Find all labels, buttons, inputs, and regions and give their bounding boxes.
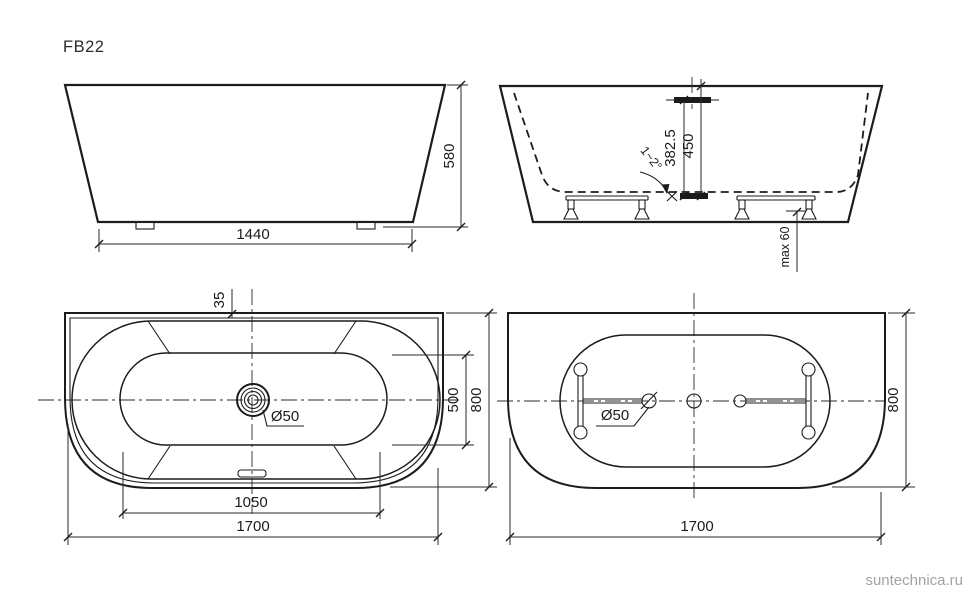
- overflow-flange: [674, 97, 711, 103]
- overflow-drain-assembly: [666, 77, 719, 199]
- dim-label-800-right: 800: [885, 387, 902, 412]
- rail-joint: [733, 394, 747, 408]
- tub-side-outline: [63, 83, 447, 224]
- dim-length-left: 1700: [63, 424, 443, 545]
- dim-feet-adjust: max 60: [778, 207, 806, 272]
- dim-label-580: 580: [441, 143, 458, 168]
- foot-pad: [801, 425, 816, 440]
- dim-height: 580: [383, 80, 468, 232]
- drain-icon: [236, 383, 270, 417]
- dim-label-382-5: 382.5: [662, 129, 679, 167]
- dim-rim-back: 35: [211, 289, 237, 319]
- leg-frame-right: [746, 362, 816, 440]
- dim-label-1050: 1050: [234, 494, 267, 511]
- dim-inner-length: 1050: [118, 452, 385, 519]
- top-plan-view: Ø50 35 500 800 1050 1700: [38, 289, 497, 545]
- drain-label: Ø50: [271, 408, 299, 425]
- dim-label-500: 500: [445, 387, 462, 412]
- slope-label: 1~2°: [638, 144, 665, 173]
- drain-label: Ø50: [601, 407, 629, 424]
- support-frame-right: [734, 195, 817, 220]
- foot-left: [135, 221, 155, 230]
- support-frame-left: [563, 195, 650, 220]
- basin-underside: [559, 334, 831, 468]
- model-label: FB22: [63, 38, 104, 56]
- dim-label-max-60: max 60: [778, 226, 792, 267]
- dim-label-1440: 1440: [236, 226, 269, 243]
- foot-pad: [573, 425, 588, 440]
- rim-opening: [71, 320, 441, 480]
- front-section-view: 382.5 450 1~2° max 60: [498, 77, 884, 272]
- foot-pad: [801, 362, 816, 377]
- watermark: suntechnica.ru: [865, 572, 963, 589]
- overflow-slot: [237, 469, 267, 478]
- dim-label-800-left: 800: [468, 387, 485, 412]
- dim-overflow-height: 382.5: [662, 95, 689, 201]
- foot-right: [356, 221, 376, 230]
- center-mark: [686, 393, 702, 409]
- foot-pad: [573, 362, 588, 377]
- dim-length-right: 1700: [505, 438, 886, 545]
- tub-section-outline: [498, 84, 884, 224]
- dim-width-left: 800: [390, 308, 497, 492]
- drain-hole: [641, 393, 657, 409]
- dim-inner-width: 500: [392, 350, 474, 450]
- leg-frame-left: [573, 362, 642, 440]
- drain-hole-slash: [640, 391, 658, 410]
- dim-bottom-length: 1440: [94, 226, 417, 252]
- dim-label-450: 450: [680, 133, 697, 158]
- rim-outer-edge: [69, 317, 439, 484]
- dim-label-1700-right: 1700: [680, 518, 713, 535]
- corner-transition-lines: [147, 320, 357, 480]
- drain-callout: Ø50: [262, 408, 304, 427]
- bottom-plan-view: Ø50 800 1700: [497, 293, 915, 545]
- dim-label-1700-left: 1700: [236, 518, 269, 535]
- tub-plan-outline: [64, 312, 444, 489]
- side-elevation-view: 1440 580: [63, 80, 468, 252]
- drain-fitting: [680, 193, 708, 199]
- dim-width-right: 800: [832, 308, 915, 492]
- basin-bottom: [119, 352, 388, 446]
- tub-bottom-outline: [507, 312, 886, 489]
- drain-callout: Ø50: [596, 406, 650, 427]
- dim-label-35: 35: [211, 292, 228, 309]
- dim-depth: 450: [680, 79, 706, 201]
